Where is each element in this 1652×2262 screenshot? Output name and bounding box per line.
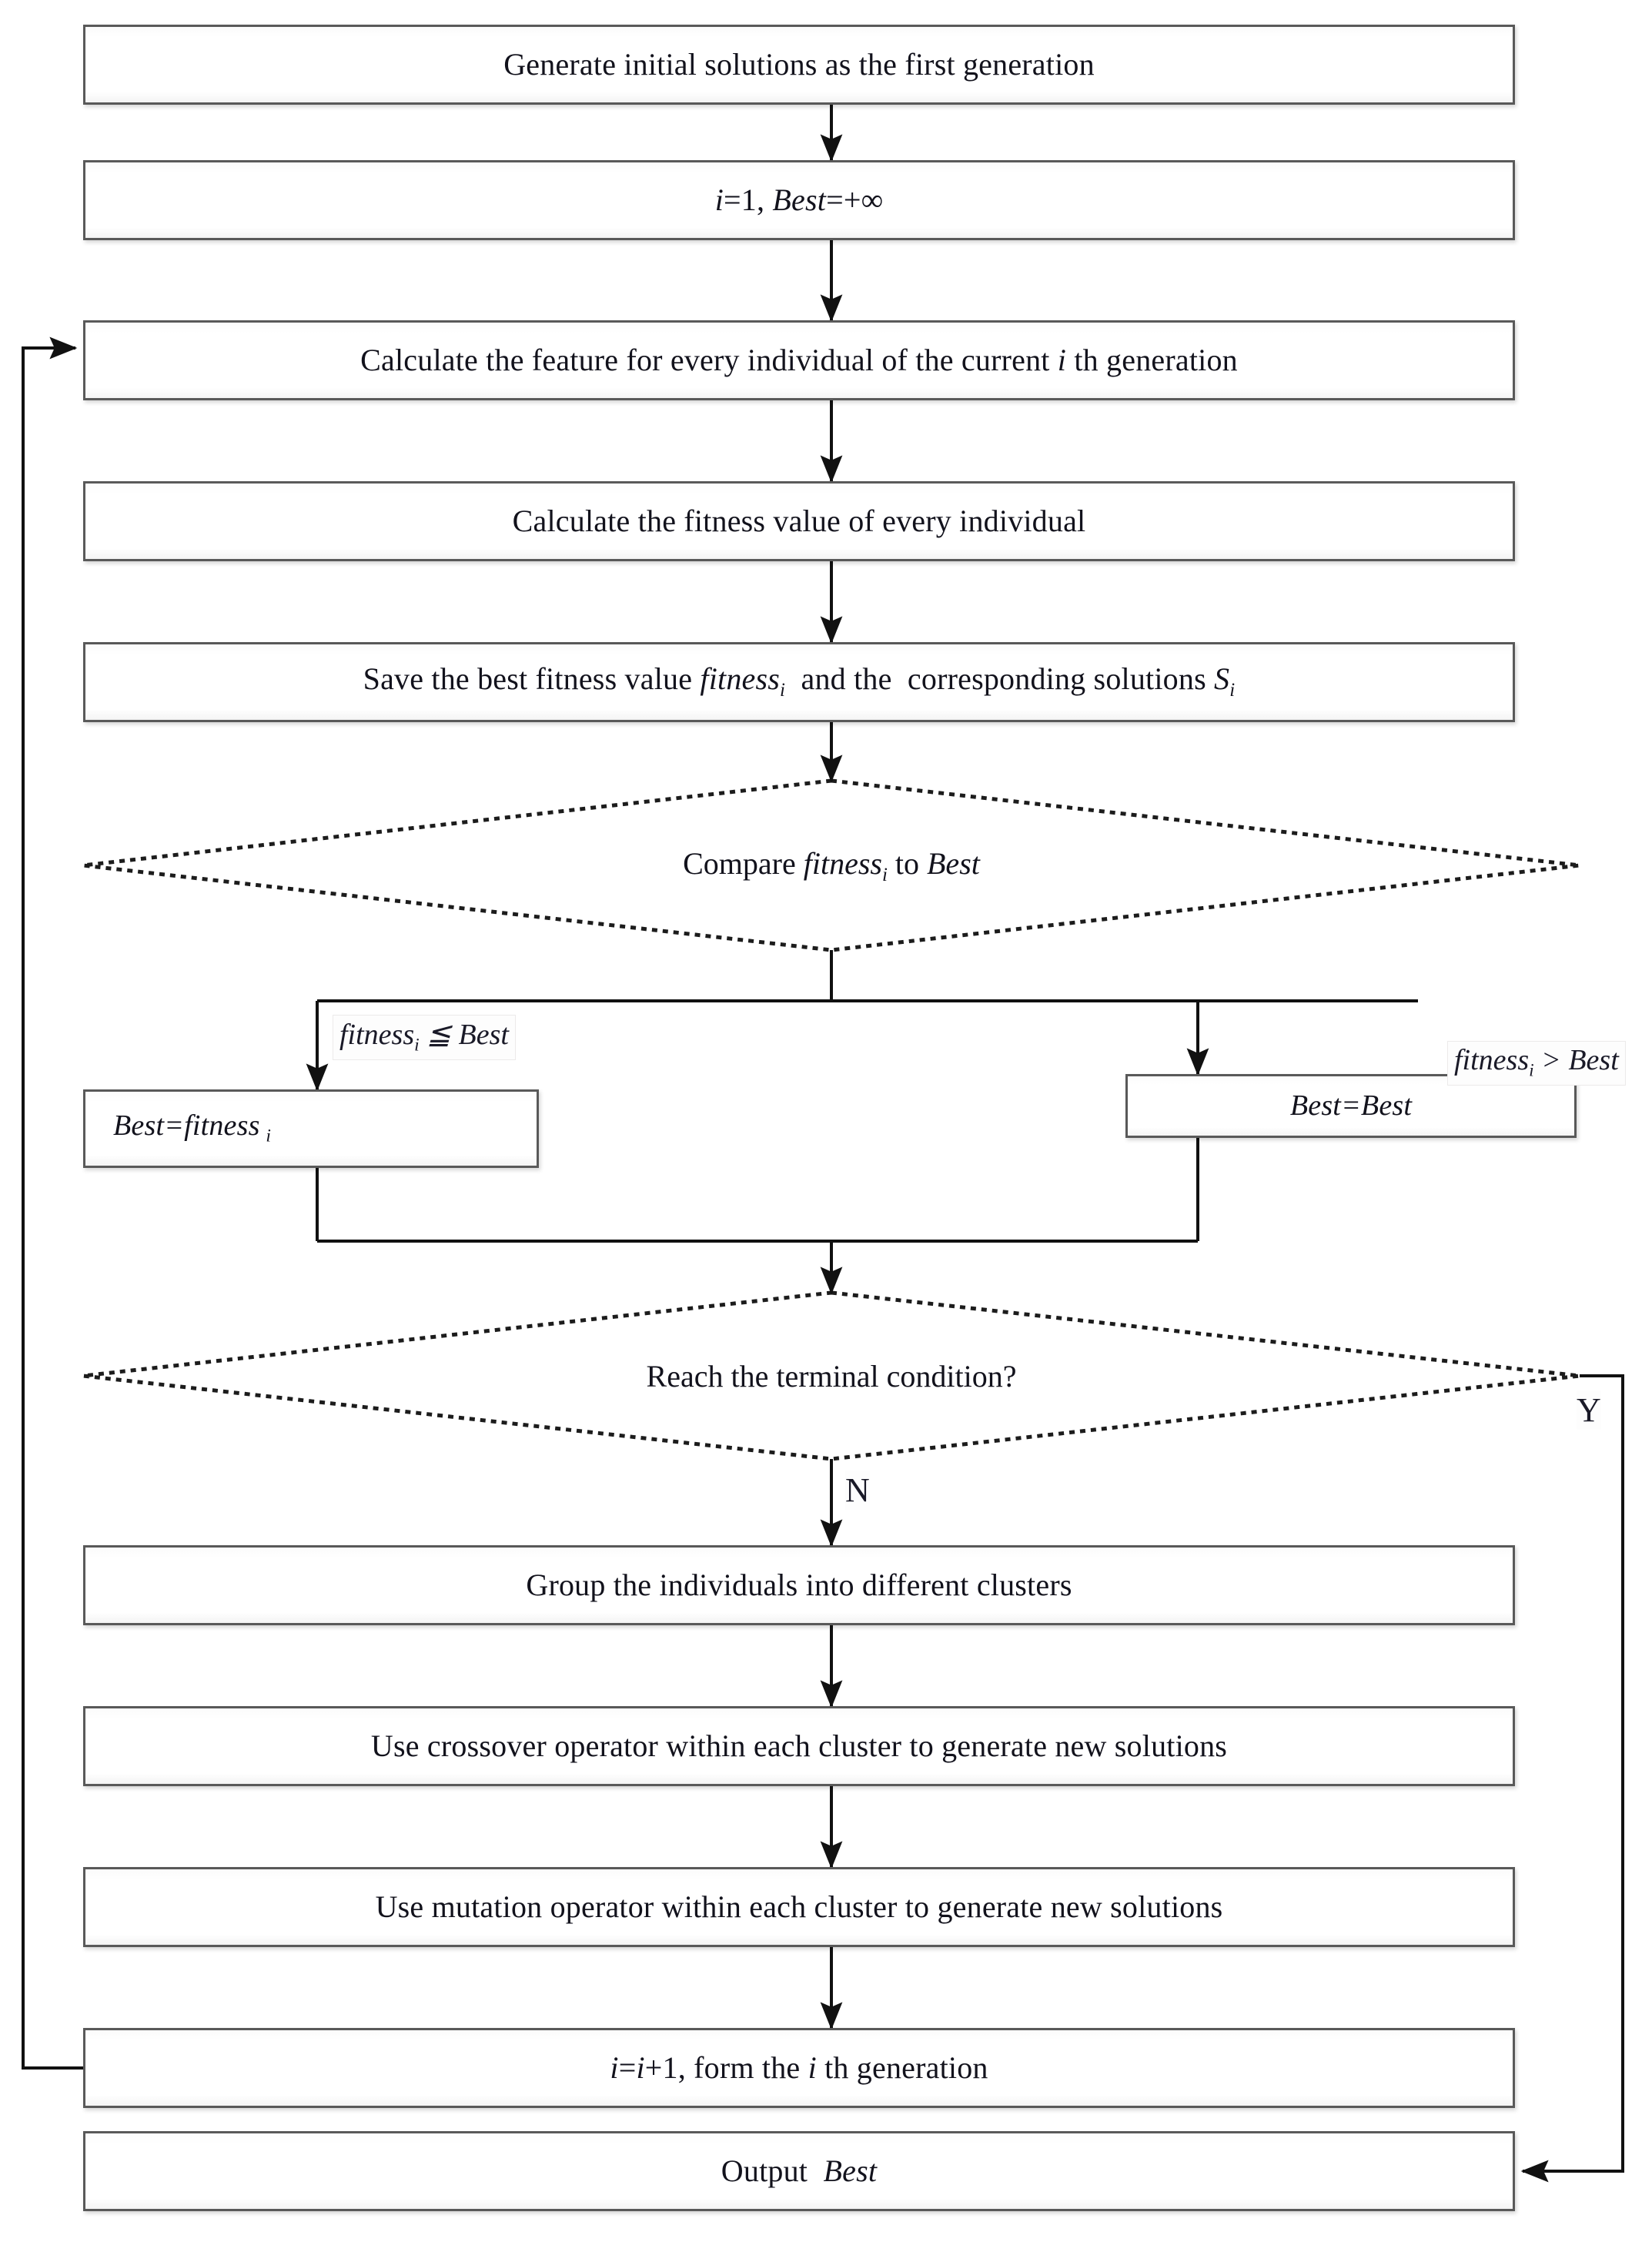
node-calculate-fitness[interactable]: Calculate the fitness value of every ind… <box>83 481 1515 561</box>
node-save-best-fitness[interactable]: Save the best fitness value fitnessi and… <box>83 642 1515 722</box>
node-label: Best=fitness i <box>113 1109 272 1146</box>
yes-text: Y <box>1577 1391 1601 1429</box>
edge-feedback-loop <box>22 336 83 2070</box>
edge-label-fitness-gt-best: fitnessi > Best <box>1447 1041 1626 1086</box>
edge-yes-to-output <box>1520 1374 1624 2183</box>
node-label: Output Best <box>721 2153 878 2188</box>
node-label: i=1, Best=+∞ <box>714 182 884 217</box>
decision-label-text: Reach the terminal condition? <box>646 1358 1017 1394</box>
node-label: Generate initial solutions as the first … <box>503 47 1095 82</box>
node-calculate-feature[interactable]: Calculate the feature for every individu… <box>83 320 1515 400</box>
node-crossover-operator[interactable]: Use crossover operator within each clust… <box>83 1706 1515 1786</box>
edge-label-yes: Y <box>1577 1390 1601 1430</box>
edge-label-text: fitnessi ≦ Best <box>339 1019 509 1056</box>
edge-label-fitness-le-best: fitnessi ≦ Best <box>333 1015 516 1060</box>
edge-label-text: fitnessi > Best <box>1454 1044 1619 1081</box>
node-init-counter[interactable]: i=1, Best=+∞ <box>83 160 1515 240</box>
node-label: Group the individuals into different clu… <box>526 1568 1072 1602</box>
node-mutation-operator[interactable]: Use mutation operator within each cluste… <box>83 1867 1515 1947</box>
node-label: Use crossover operator within each clust… <box>370 1728 1228 1763</box>
decision-compare-label[interactable]: Compare fitnessi to Best <box>493 844 1170 887</box>
decision-label-text: Compare fitnessi to Best <box>683 845 980 885</box>
node-label: Calculate the fitness value of every ind… <box>512 504 1086 538</box>
no-text: N <box>845 1471 870 1509</box>
edge-label-no: N <box>845 1471 870 1510</box>
node-label: Use mutation operator within each cluste… <box>375 1889 1223 1924</box>
node-generate-initial-solutions[interactable]: Generate initial solutions as the first … <box>83 25 1515 105</box>
node-label: Best=Best <box>1289 1089 1413 1122</box>
node-group-clusters[interactable]: Group the individuals into different clu… <box>83 1545 1515 1625</box>
node-label: Calculate the feature for every individu… <box>360 343 1238 377</box>
decision-terminal-label[interactable]: Reach the terminal condition? <box>493 1354 1170 1397</box>
node-output-best[interactable]: Output Best <box>83 2131 1515 2211</box>
node-label: Save the best fitness value fitnessi and… <box>363 661 1236 701</box>
node-label: i=i+1, form the i th generation <box>610 2050 988 2085</box>
node-best-equals-fitness[interactable]: Best=fitness i <box>83 1089 539 1168</box>
node-increment-generation[interactable]: i=i+1, form the i th generation <box>83 2028 1515 2108</box>
